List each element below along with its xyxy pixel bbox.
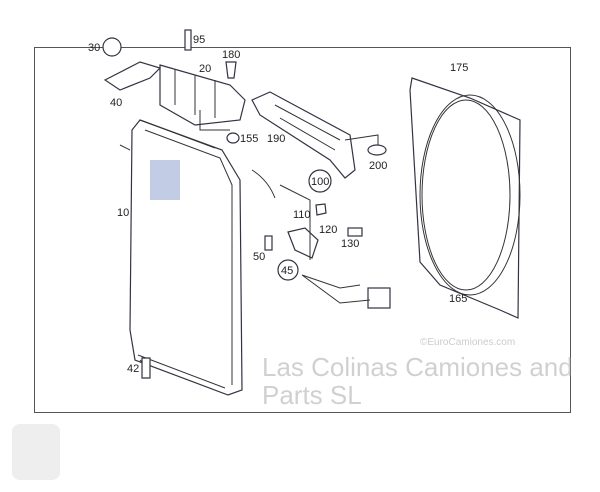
watermark-logo	[12, 424, 60, 480]
callout-10: 10	[117, 207, 129, 219]
callout-155: 155	[240, 133, 258, 145]
callout-40: 40	[110, 97, 122, 109]
fan-shroud	[409, 77, 521, 319]
callout-110: 110	[293, 209, 311, 221]
callout-30: 30	[88, 42, 100, 54]
hose-40	[103, 61, 162, 91]
callout-50: 50	[253, 251, 265, 263]
sensor-130	[347, 227, 363, 237]
callout-circle-45	[277, 259, 299, 281]
drain-plug-42	[141, 357, 151, 379]
callout-200: 200	[369, 160, 387, 172]
callout-45: 45	[281, 265, 293, 277]
grommet-155	[226, 132, 240, 144]
gasket-110	[315, 203, 327, 216]
radiator	[129, 119, 243, 396]
callout-120: 120	[319, 224, 337, 236]
expansion-tank	[159, 64, 246, 126]
sensor-50	[264, 235, 273, 251]
bolt-95	[184, 29, 192, 51]
housing-45	[287, 227, 319, 259]
callout-circle-100	[308, 169, 332, 193]
plug-200	[367, 144, 387, 156]
callout-130: 130	[341, 238, 359, 250]
connector	[367, 287, 391, 309]
copyright-text: ©EuroCamiones.com	[420, 337, 515, 348]
callout-190: 190	[267, 133, 285, 145]
callout-100: 100	[311, 176, 329, 188]
cap-30	[102, 37, 122, 57]
callout-165: 165	[449, 293, 467, 305]
callout-20: 20	[199, 63, 211, 75]
callout-175: 175	[450, 62, 468, 74]
diagram-frame	[34, 47, 571, 413]
callout-42: 42	[127, 363, 139, 375]
clip-180	[225, 61, 237, 79]
bracket-190	[251, 91, 356, 179]
callout-180: 180	[222, 49, 240, 61]
callout-95: 95	[193, 34, 205, 46]
